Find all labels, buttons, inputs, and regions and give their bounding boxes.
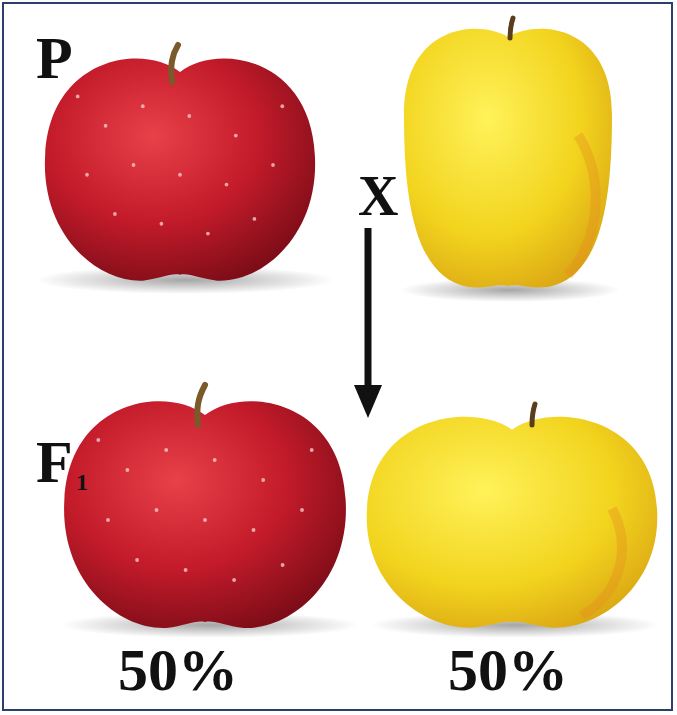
generation-label: P xyxy=(36,28,73,88)
generation-label: F xyxy=(36,432,73,492)
generation-subscript: 1 xyxy=(76,470,88,494)
cross-symbol: X xyxy=(358,168,398,224)
ratio-label: 50% xyxy=(118,640,238,700)
ratio-label: 50% xyxy=(448,640,568,700)
